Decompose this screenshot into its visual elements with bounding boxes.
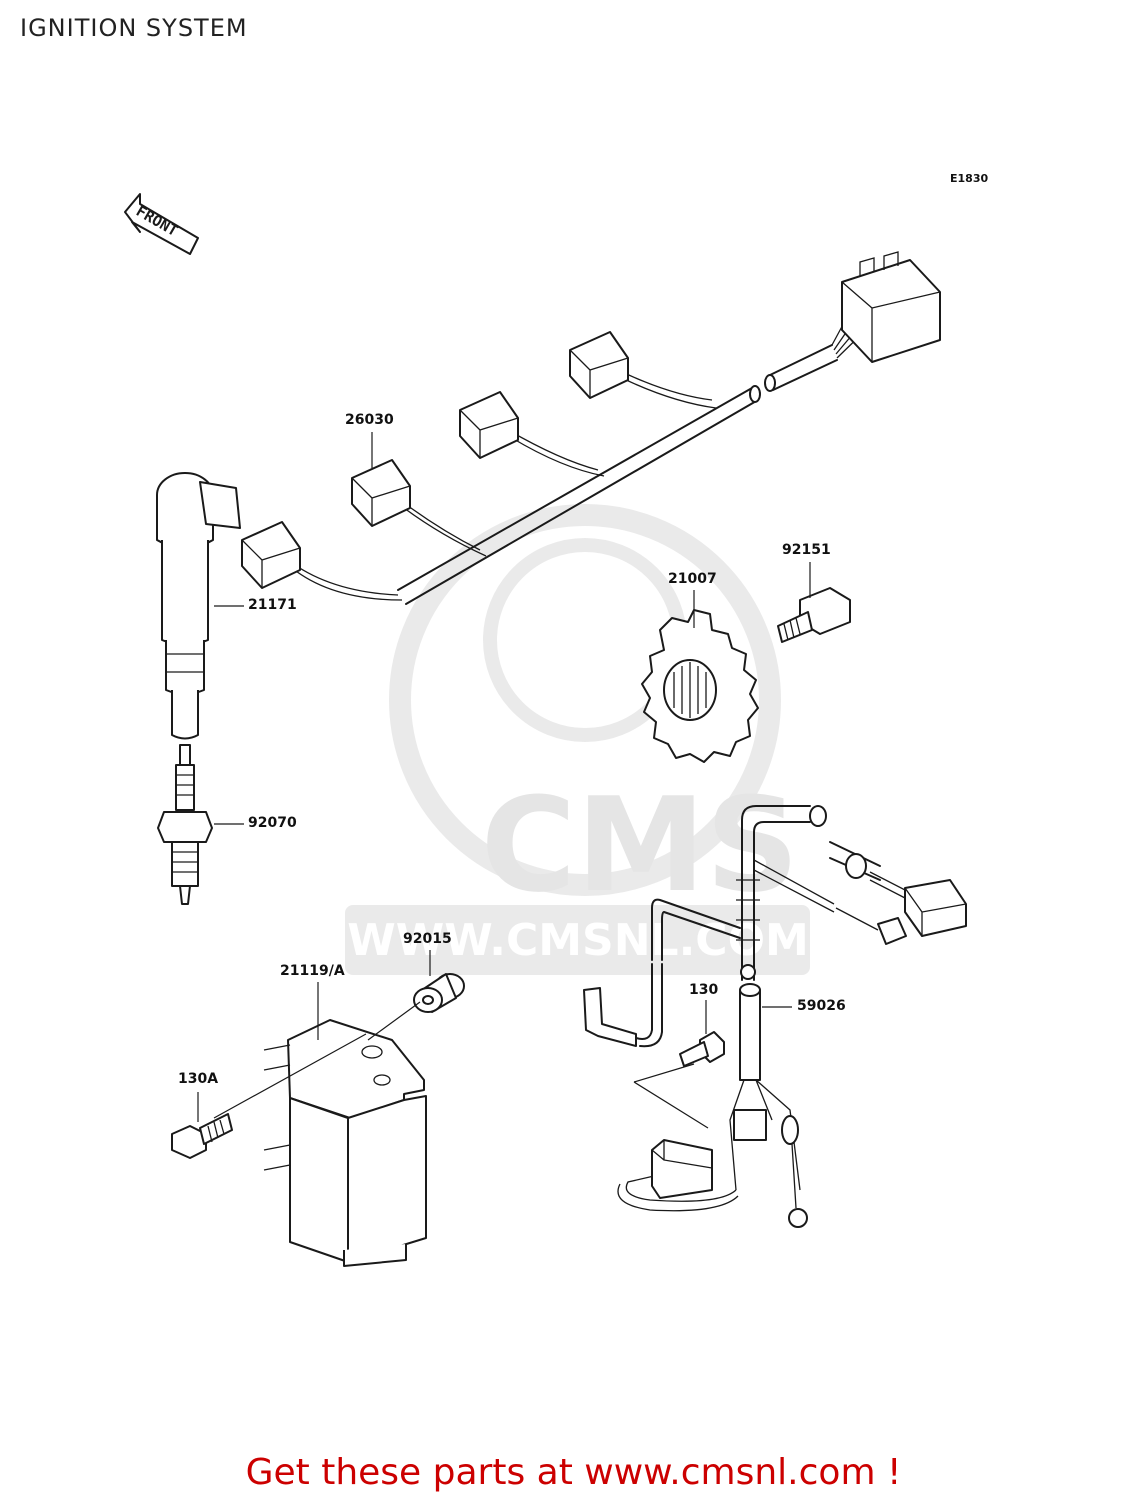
stick-coil xyxy=(156,472,241,740)
ignition-harness xyxy=(241,251,941,605)
part-label-92070: 92070 xyxy=(248,815,297,831)
harness-branch-4 xyxy=(569,331,717,409)
part-label-92151: 92151 xyxy=(782,542,831,558)
part-label-92015: 92015 xyxy=(403,931,452,947)
damper xyxy=(413,973,465,1013)
harness-branch-3 xyxy=(459,391,605,477)
footer-cta[interactable]: Get these parts at www.cmsnl.com ! xyxy=(245,1452,902,1493)
watermark-logo: CMS xyxy=(481,769,799,921)
leader-lines xyxy=(197,432,811,1122)
pickup-bolt xyxy=(679,1031,725,1067)
diagram-code: E1830 xyxy=(950,172,989,185)
harness-main-connector xyxy=(841,259,941,363)
front-arrow: FRONT xyxy=(124,193,199,255)
part-label-26030: 26030 xyxy=(345,412,394,428)
harness-branch-1 xyxy=(241,521,403,601)
spark-plug xyxy=(157,744,213,905)
rotor xyxy=(641,609,759,763)
igniter-bolt xyxy=(171,1113,233,1159)
igniter xyxy=(213,1001,427,1267)
watermark-ring xyxy=(389,504,781,896)
page-title: IGNITION SYSTEM xyxy=(20,14,248,42)
harness-branch-2 xyxy=(351,459,487,557)
watermark-url: WWW.CMSNL.COM xyxy=(347,915,809,966)
part-label-21119a: 21119/A xyxy=(280,963,345,979)
part-label-130: 130 xyxy=(689,982,719,998)
pickup-coil xyxy=(583,805,967,1228)
front-arrow-shape xyxy=(124,193,199,255)
part-label-21171: 21171 xyxy=(248,597,297,613)
part-label-59026: 59026 xyxy=(797,998,846,1014)
watermark: CMS WWW.CMSNL.COM xyxy=(345,504,810,975)
part-label-21007: 21007 xyxy=(668,571,717,587)
part-label-130a: 130A xyxy=(178,1071,219,1087)
rotor-bolt xyxy=(777,587,851,643)
